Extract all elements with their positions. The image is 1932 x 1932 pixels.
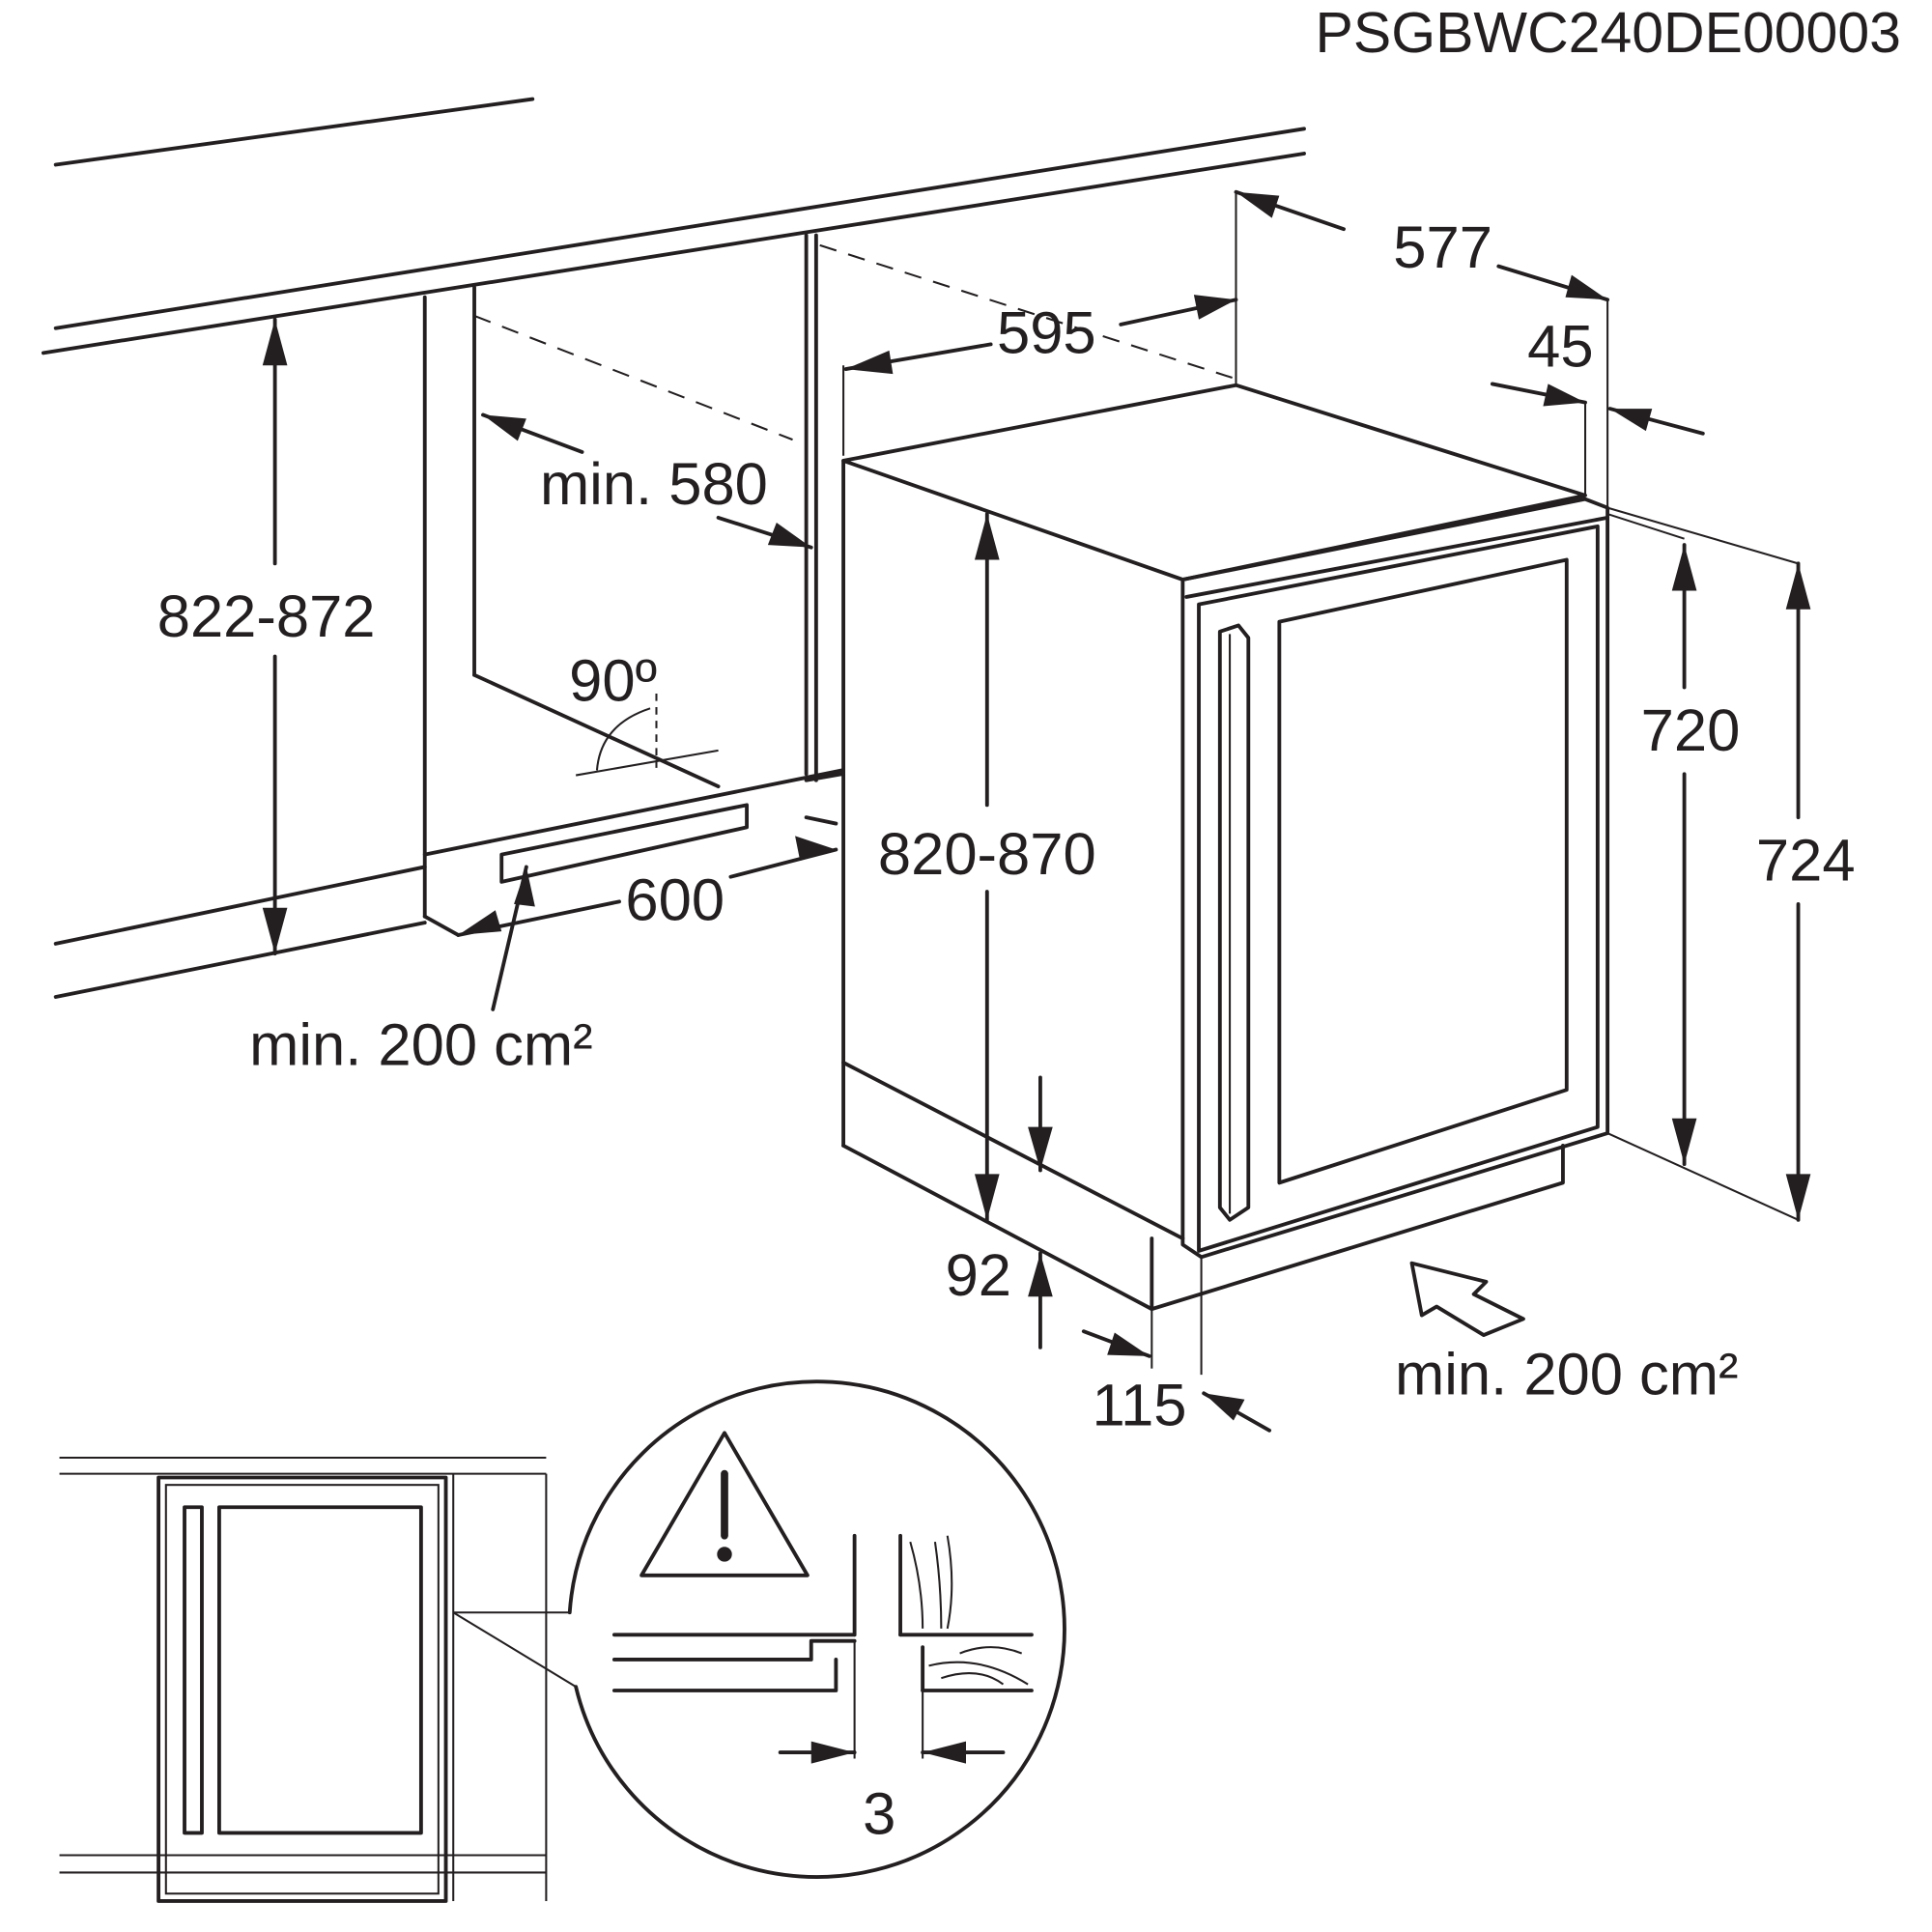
label-plinth-depth: 115	[1092, 1373, 1186, 1439]
worktop	[41, 97, 1306, 355]
drawing-code: PSGBWC240DE00003	[1316, 2, 1901, 65]
label-vent-area-bottom: min. 200 cm²	[1395, 1342, 1739, 1408]
warning-icon	[639, 1431, 810, 1577]
label-plinth-height: 92	[946, 1242, 1011, 1309]
label-door-offset: 45	[1527, 313, 1593, 380]
label-angle: 90º	[569, 648, 657, 715]
detail-magnifier	[567, 1379, 1066, 1879]
label-appliance-depth: 577	[1393, 214, 1492, 281]
label-appliance-height: 820-870	[878, 821, 1096, 888]
label-vent-area-top: min. 200 cm²	[249, 1012, 593, 1079]
door-handle	[1217, 623, 1251, 1222]
label-appliance-width: 595	[997, 299, 1096, 366]
label-niche-width: 600	[625, 867, 724, 934]
label-door-height: 720	[1641, 697, 1741, 764]
label-gap: 3	[863, 1781, 895, 1848]
niche	[53, 233, 1233, 999]
dimension-lines	[262, 189, 1811, 1433]
label-niche-height: 822-872	[157, 583, 376, 650]
wine-cooler	[841, 383, 1610, 1312]
dimension-labels: 822-872 min. 580 90º 600 min. 200 cm² 59…	[157, 214, 1856, 1848]
front-view	[59, 1456, 577, 1903]
label-niche-depth: min. 580	[540, 451, 768, 518]
label-total-height: 724	[1756, 828, 1856, 895]
